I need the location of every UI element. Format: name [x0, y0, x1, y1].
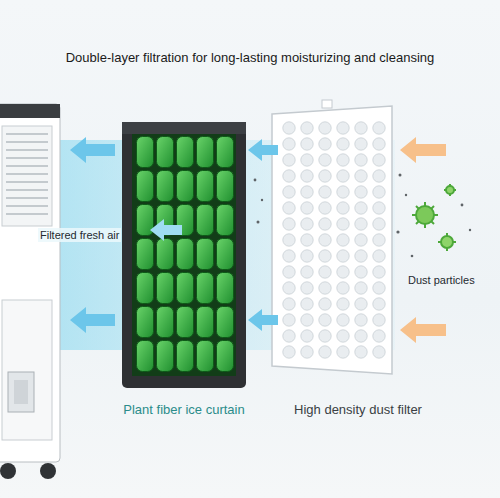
dust-filter	[272, 100, 392, 374]
part-label: High density dust filter	[294, 402, 422, 417]
intake-arrows	[400, 137, 446, 343]
dust-particle-icons	[412, 184, 456, 251]
dust-specks	[254, 174, 472, 258]
air-cooler	[0, 104, 60, 479]
diagram-title: Double-layer filtration for long-lasting…	[66, 50, 435, 65]
part-label: Plant fiber ice curtain	[123, 402, 244, 417]
ice-curtain	[122, 122, 246, 388]
particle-label: Dust particles	[408, 274, 475, 286]
flow-label: Filtered fresh air	[38, 228, 121, 242]
